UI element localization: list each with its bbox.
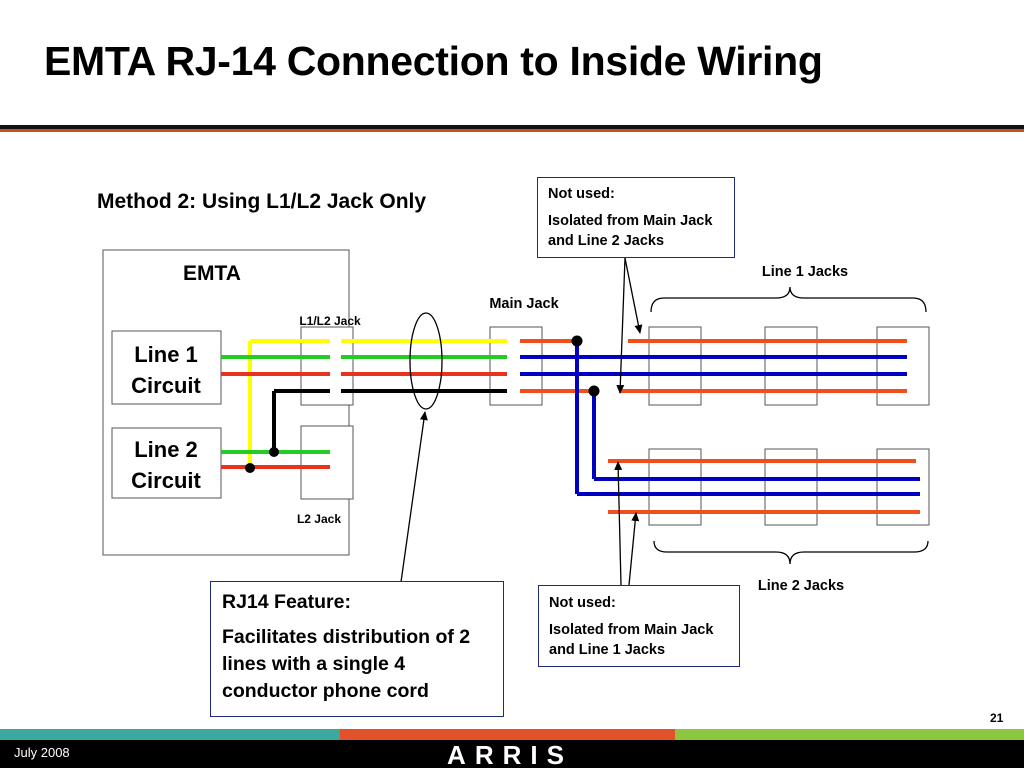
- note-bottom-body: Isolated from Main Jack and Line 1 Jacks: [549, 622, 714, 658]
- callout-arrow: [614, 461, 623, 586]
- line1-circuit-box: [111, 330, 222, 405]
- junction-dot: [269, 447, 279, 457]
- line1-jack-3: [876, 326, 930, 406]
- callout-arrow: [616, 257, 626, 394]
- footer-stripe-orange: [340, 729, 675, 740]
- note-top: Not used: Isolated from Main Jack and Li…: [537, 177, 735, 258]
- rj14-heading: RJ14 Feature:: [222, 591, 351, 613]
- emta-label: EMTA: [183, 262, 241, 285]
- line1-jacks-label: Line 1 Jacks: [762, 264, 848, 280]
- rj14-body: Facilitates distribution of 2 lines with…: [222, 626, 471, 702]
- note-top-heading: Not used:: [548, 186, 615, 202]
- callout-arrow: [628, 512, 640, 586]
- l2-jack: [300, 425, 354, 500]
- junction-dot: [245, 463, 255, 473]
- page-number: 21: [990, 711, 1004, 725]
- main-jack-label: Main Jack: [489, 296, 559, 312]
- note-bottom: Not used: Isolated from Main Jack and Li…: [538, 585, 740, 667]
- line1-jacks-brace: [650, 286, 927, 313]
- line1-jack-1: [648, 326, 702, 406]
- method-subtitle: Method 2: Using L1/L2 Jack Only: [97, 190, 427, 213]
- l1l2-jack: [300, 326, 354, 406]
- footer-stripe-teal: [0, 729, 340, 740]
- main-jack: [489, 326, 543, 406]
- line1-jack-2: [764, 326, 818, 406]
- line2-jacks-brace: [653, 540, 929, 565]
- l1l2-jack-label: L1/L2 Jack: [299, 314, 361, 328]
- line1-circuit-label-1: Line 1: [134, 342, 198, 367]
- note-top-body: Isolated from Main Jack and Line 2 Jacks: [548, 213, 713, 249]
- footer-bar: July 2008 ARRIS: [0, 740, 1024, 768]
- note-bottom-heading: Not used:: [549, 595, 616, 611]
- line2-jacks-label: Line 2 Jacks: [758, 578, 844, 594]
- footer-stripe-green: [675, 729, 1024, 740]
- arris-logo: ARRIS: [447, 741, 573, 767]
- line2-circuit-label-2: Circuit: [131, 468, 201, 493]
- callout-arrow: [624, 257, 643, 334]
- title-rule-orange: [0, 129, 1024, 132]
- callout-arrow: [400, 411, 428, 583]
- junction-dot: [571, 335, 583, 347]
- title-rule-black: [0, 125, 1024, 129]
- line2-circuit-box: [111, 427, 222, 499]
- rj14-cord-ellipse: [409, 312, 443, 410]
- junction-dot: [588, 385, 600, 397]
- rj14-feature-box: RJ14 Feature: Facilitates distribution o…: [210, 581, 504, 717]
- footer-date: July 2008: [14, 745, 70, 760]
- line1-circuit-label-2: Circuit: [131, 373, 201, 398]
- line2-circuit-label-1: Line 2: [134, 437, 198, 462]
- arris-logo-text: ARRIS: [447, 741, 573, 767]
- l2-jack-label: L2 Jack: [297, 512, 341, 526]
- slide-title: EMTA RJ-14 Connection to Inside Wiring: [44, 38, 823, 84]
